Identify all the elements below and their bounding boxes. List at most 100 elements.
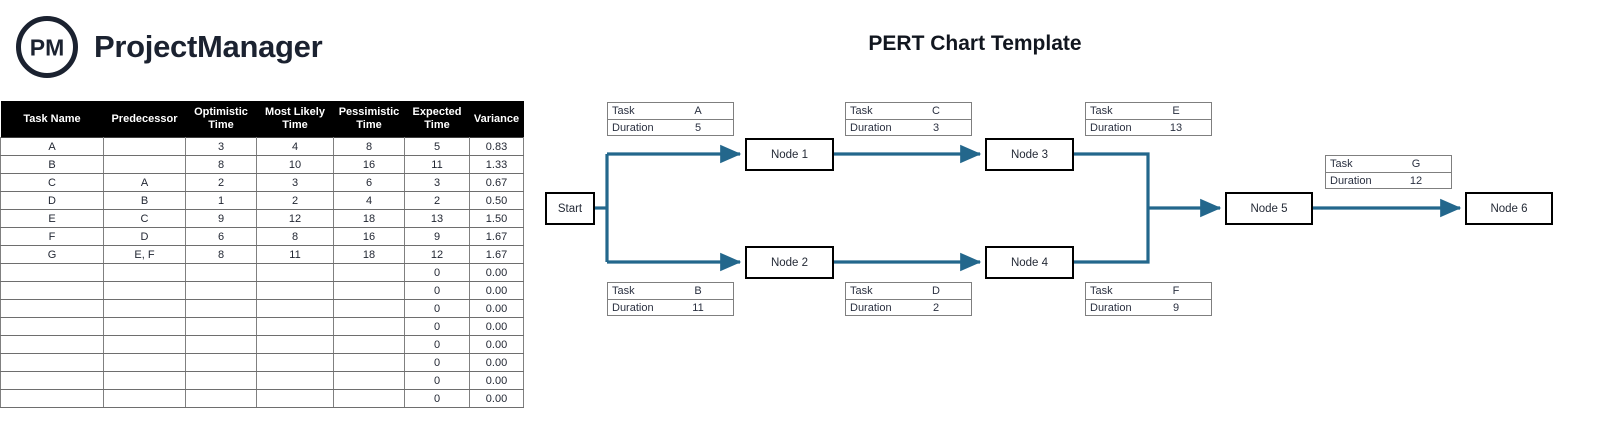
info-box-task-e[interactable]: Task E Duration 13 (1085, 102, 1212, 136)
node-node1[interactable]: Node 1 (745, 138, 834, 171)
table-cell[interactable]: 0 (404, 317, 470, 336)
table-cell[interactable]: 10 (256, 155, 334, 174)
info-box-task-g[interactable]: Task G Duration 12 (1325, 155, 1452, 189)
table-cell[interactable]: 5 (404, 137, 470, 156)
table-cell[interactable]: B (103, 191, 186, 210)
table-cell[interactable] (0, 317, 104, 336)
table-cell[interactable] (256, 353, 334, 372)
table-cell[interactable] (185, 299, 257, 318)
table-cell[interactable]: 2 (404, 191, 470, 210)
table-cell[interactable]: 0.00 (469, 317, 524, 336)
table-cell[interactable]: G (0, 245, 104, 264)
table-cell[interactable]: 1 (185, 191, 257, 210)
table-cell[interactable]: A (103, 173, 186, 192)
table-cell[interactable] (103, 335, 186, 354)
table-cell[interactable]: A (0, 137, 104, 156)
table-cell[interactable] (103, 317, 186, 336)
table-cell[interactable]: 8 (333, 137, 405, 156)
table-cell[interactable]: 3 (185, 137, 257, 156)
table-cell[interactable]: B (0, 155, 104, 174)
table-cell[interactable] (256, 371, 334, 390)
table-cell[interactable]: 0 (404, 371, 470, 390)
table-cell[interactable] (185, 317, 257, 336)
node-node4[interactable]: Node 4 (985, 246, 1074, 279)
table-cell[interactable] (103, 353, 186, 372)
table-cell[interactable] (333, 281, 405, 300)
table-cell[interactable]: E (0, 209, 104, 228)
table-cell[interactable]: E, F (103, 245, 186, 264)
table-cell[interactable]: C (0, 173, 104, 192)
table-cell[interactable]: 0 (404, 389, 470, 408)
table-cell[interactable]: C (103, 209, 186, 228)
table-cell[interactable]: 6 (333, 173, 405, 192)
table-cell[interactable] (256, 299, 334, 318)
table-cell[interactable] (103, 155, 186, 174)
table-cell[interactable]: 0.00 (469, 299, 524, 318)
info-box-task-a[interactable]: Task A Duration 5 (607, 102, 734, 136)
table-cell[interactable]: 4 (333, 191, 405, 210)
table-cell[interactable]: 0.67 (469, 173, 524, 192)
table-cell[interactable]: 0.00 (469, 371, 524, 390)
table-cell[interactable]: 12 (404, 245, 470, 264)
table-cell[interactable] (333, 353, 405, 372)
table-cell[interactable]: F (0, 227, 104, 246)
table-cell[interactable]: 12 (256, 209, 334, 228)
table-cell[interactable]: 3 (256, 173, 334, 192)
table-cell[interactable]: 11 (256, 245, 334, 264)
table-cell[interactable]: 9 (185, 209, 257, 228)
table-cell[interactable]: 8 (185, 245, 257, 264)
table-cell[interactable]: 16 (333, 227, 405, 246)
table-cell[interactable] (0, 353, 104, 372)
table-cell[interactable] (256, 335, 334, 354)
table-cell[interactable] (333, 335, 405, 354)
table-cell[interactable]: 0 (404, 335, 470, 354)
table-cell[interactable] (0, 389, 104, 408)
table-cell[interactable] (103, 371, 186, 390)
table-cell[interactable]: 0.00 (469, 335, 524, 354)
info-box-task-f[interactable]: Task F Duration 9 (1085, 282, 1212, 316)
table-cell[interactable]: 4 (256, 137, 334, 156)
table-cell[interactable]: 0.83 (469, 137, 524, 156)
table-cell[interactable]: 0.00 (469, 281, 524, 300)
table-cell[interactable]: 0.50 (469, 191, 524, 210)
table-cell[interactable]: 16 (333, 155, 405, 174)
table-cell[interactable]: 6 (185, 227, 257, 246)
table-cell[interactable]: 11 (404, 155, 470, 174)
table-cell[interactable] (0, 371, 104, 390)
table-cell[interactable] (333, 389, 405, 408)
table-cell[interactable]: 0.00 (469, 389, 524, 408)
table-cell[interactable]: 2 (256, 191, 334, 210)
table-cell[interactable] (185, 263, 257, 282)
info-box-task-d[interactable]: Task D Duration 2 (845, 282, 972, 316)
table-cell[interactable] (0, 335, 104, 354)
table-cell[interactable]: 3 (404, 173, 470, 192)
table-cell[interactable] (0, 299, 104, 318)
table-cell[interactable] (333, 299, 405, 318)
node-node5[interactable]: Node 5 (1225, 192, 1313, 225)
table-cell[interactable] (256, 389, 334, 408)
table-cell[interactable]: 8 (256, 227, 334, 246)
table-cell[interactable]: 13 (404, 209, 470, 228)
node-node6[interactable]: Node 6 (1465, 192, 1553, 225)
table-cell[interactable]: 0 (404, 281, 470, 300)
table-cell[interactable] (103, 137, 186, 156)
table-cell[interactable]: 18 (333, 245, 405, 264)
table-cell[interactable] (185, 281, 257, 300)
table-cell[interactable]: 0.00 (469, 353, 524, 372)
table-cell[interactable]: 0 (404, 353, 470, 372)
table-cell[interactable]: D (103, 227, 186, 246)
table-cell[interactable]: 1.50 (469, 209, 524, 228)
table-cell[interactable] (333, 263, 405, 282)
info-box-task-c[interactable]: Task C Duration 3 (845, 102, 972, 136)
table-cell[interactable] (103, 281, 186, 300)
table-cell[interactable] (256, 317, 334, 336)
table-cell[interactable] (185, 371, 257, 390)
table-cell[interactable]: 1.67 (469, 245, 524, 264)
table-cell[interactable] (103, 299, 186, 318)
info-box-task-b[interactable]: Task B Duration 11 (607, 282, 734, 316)
table-cell[interactable] (0, 281, 104, 300)
table-cell[interactable]: 1.67 (469, 227, 524, 246)
table-cell[interactable]: 18 (333, 209, 405, 228)
table-cell[interactable] (103, 263, 186, 282)
node-start[interactable]: Start (545, 192, 595, 225)
